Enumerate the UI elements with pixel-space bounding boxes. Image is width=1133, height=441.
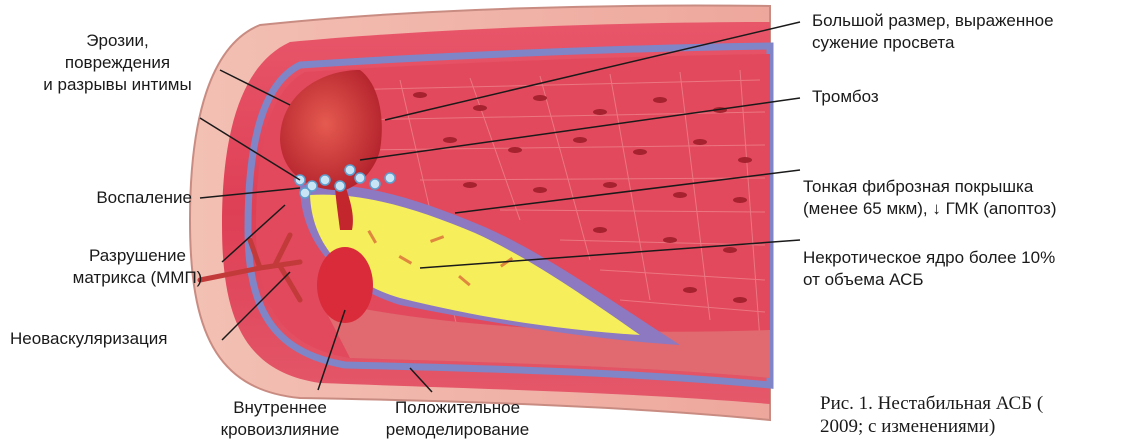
- label-matrix: Разрушение матрикса (ММП): [55, 245, 220, 289]
- label-hemorrhage: Внутреннее кровоизлияние: [200, 397, 360, 441]
- label-remodeling: Положительное ремоделирование: [370, 397, 545, 441]
- figure-caption: Рис. 1. Нестабильная АСБ ( 2009; с измен…: [820, 392, 1133, 438]
- label-erosions: Эрозии, повреждения и разрывы интимы: [20, 30, 215, 96]
- label-inflammation: Воспаление: [20, 187, 192, 209]
- label-thrombosis: Тромбоз: [812, 86, 879, 108]
- label-thin-cap: Тонкая фиброзная покрышка (менее 65 мкм)…: [803, 176, 1057, 220]
- label-necrotic-core: Некротическое ядро более 10% от объема А…: [803, 247, 1055, 291]
- label-large-size: Большой размер, выраженное сужение просв…: [812, 10, 1054, 54]
- label-neovasc: Неоваскуляризация: [10, 328, 168, 350]
